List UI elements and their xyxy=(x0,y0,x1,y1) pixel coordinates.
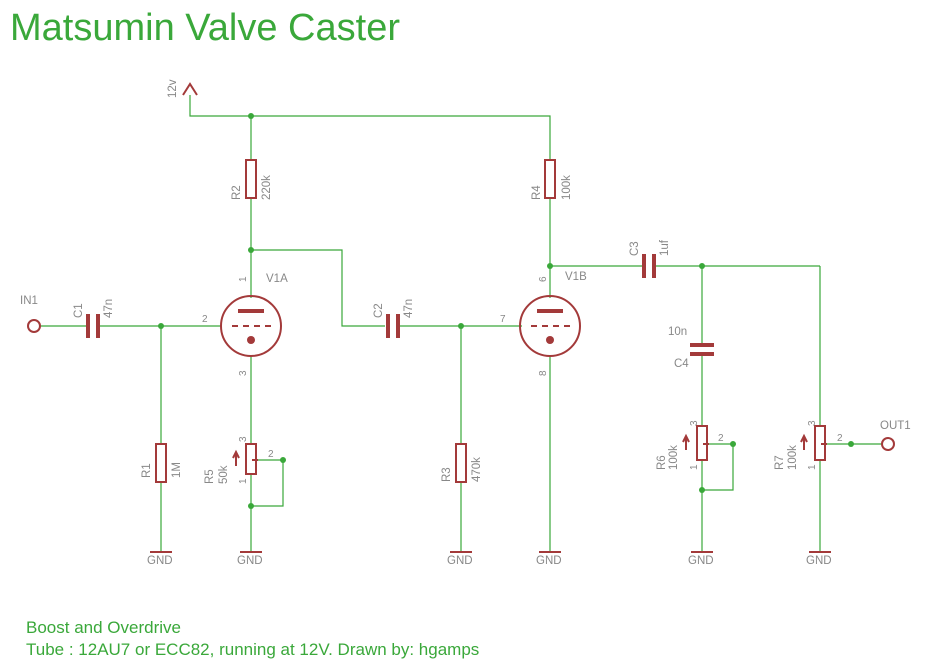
gnd-label-v1b: GND xyxy=(536,555,562,567)
ground-r1: GND xyxy=(147,551,173,567)
connector-out1: OUT1 xyxy=(880,420,911,451)
c3-value: 1uf xyxy=(659,239,671,256)
capacitor-c1: C1 47n xyxy=(73,299,115,338)
r5-pin3: 3 xyxy=(238,436,249,442)
capacitor-c3: C3 1uf xyxy=(629,239,671,278)
r1-name: R1 xyxy=(141,463,153,478)
c4-value: 10n xyxy=(668,326,687,338)
r6-pin3: 3 xyxy=(689,420,700,426)
c1-name: C1 xyxy=(73,303,85,318)
r7-name: R7 xyxy=(774,455,786,470)
ground-r7: GND xyxy=(806,551,832,567)
note-line-1: Boost and Overdrive xyxy=(26,618,181,637)
pot-r5: R5 50k 3 2 1 xyxy=(204,436,274,484)
v1b-pin-cathode: 8 xyxy=(538,370,549,376)
r3-name: R3 xyxy=(441,467,453,482)
tube-v1b: V1B 6 7 8 xyxy=(500,271,587,376)
r4-value: 100k xyxy=(561,175,573,200)
wires xyxy=(40,95,882,552)
r4-name: R4 xyxy=(531,185,543,200)
connector-in1: IN1 xyxy=(20,295,41,333)
supply-label: 12v xyxy=(167,79,179,98)
tube-v1a: V1A 1 2 3 xyxy=(202,273,288,376)
v1b-pin-plate: 6 xyxy=(538,276,549,282)
in1-label: IN1 xyxy=(20,295,38,307)
gnd-label-r7: GND xyxy=(806,555,832,567)
gnd-label-r3: GND xyxy=(447,555,473,567)
r7-value: 100k xyxy=(787,445,799,470)
gnd-label-r5: GND xyxy=(237,555,263,567)
v1a-name: V1A xyxy=(266,273,288,285)
out1-label: OUT1 xyxy=(880,420,911,432)
r6-value: 100k xyxy=(668,445,680,470)
ground-r6: GND xyxy=(688,551,714,567)
supply-12v: 12v xyxy=(167,79,198,98)
c4-name: C4 xyxy=(674,358,689,370)
r2-name: R2 xyxy=(231,185,243,200)
c1-value: 47n xyxy=(103,299,115,318)
r5-value: 50k xyxy=(218,465,230,484)
v1a-pin-cathode: 3 xyxy=(238,370,249,376)
resistor-r2: R2 220k xyxy=(231,159,273,200)
r6-name: R6 xyxy=(656,455,668,470)
gnd-label-r1: GND xyxy=(147,555,173,567)
resistor-r1: R1 1M xyxy=(141,443,183,483)
capacitor-c2: C2 47n xyxy=(373,299,415,338)
v1b-pin-grid: 7 xyxy=(500,314,506,325)
r5-pin1: 1 xyxy=(238,478,249,484)
v1a-pin-plate: 1 xyxy=(238,276,249,282)
schematic-title: Matsumin Valve Caster xyxy=(10,7,400,49)
v1b-name: V1B xyxy=(565,271,587,283)
junction-dots xyxy=(158,113,854,509)
r7-pin2: 2 xyxy=(837,433,843,444)
c2-name: C2 xyxy=(373,303,385,318)
resistor-r3: R3 470k xyxy=(441,443,483,483)
c3-name: C3 xyxy=(629,241,641,256)
r1-value: 1M xyxy=(171,462,183,478)
resistor-r4: R4 100k xyxy=(531,159,573,200)
r2-value: 220k xyxy=(261,175,273,200)
c2-value: 47n xyxy=(403,299,415,318)
r5-pin2: 2 xyxy=(268,449,274,460)
r6-pin1: 1 xyxy=(689,464,700,470)
r3-value: 470k xyxy=(471,457,483,482)
capacitor-c4: 10n C4 xyxy=(668,326,714,370)
note-line-2: Tube : 12AU7 or ECC82, running at 12V. D… xyxy=(26,640,479,659)
r7-pin1: 1 xyxy=(807,464,818,470)
r6-pin2: 2 xyxy=(718,433,724,444)
r5-name: R5 xyxy=(204,469,216,484)
ground-r3: GND xyxy=(447,551,473,567)
ground-r5: GND xyxy=(237,551,263,567)
gnd-label-r6: GND xyxy=(688,555,714,567)
pot-r7: R7 100k 3 2 1 xyxy=(774,420,843,470)
pot-r6: R6 100k 3 2 1 xyxy=(656,420,724,470)
v1a-pin-grid: 2 xyxy=(202,314,208,325)
ground-v1b: GND xyxy=(536,551,562,567)
r7-pin3: 3 xyxy=(807,420,818,426)
